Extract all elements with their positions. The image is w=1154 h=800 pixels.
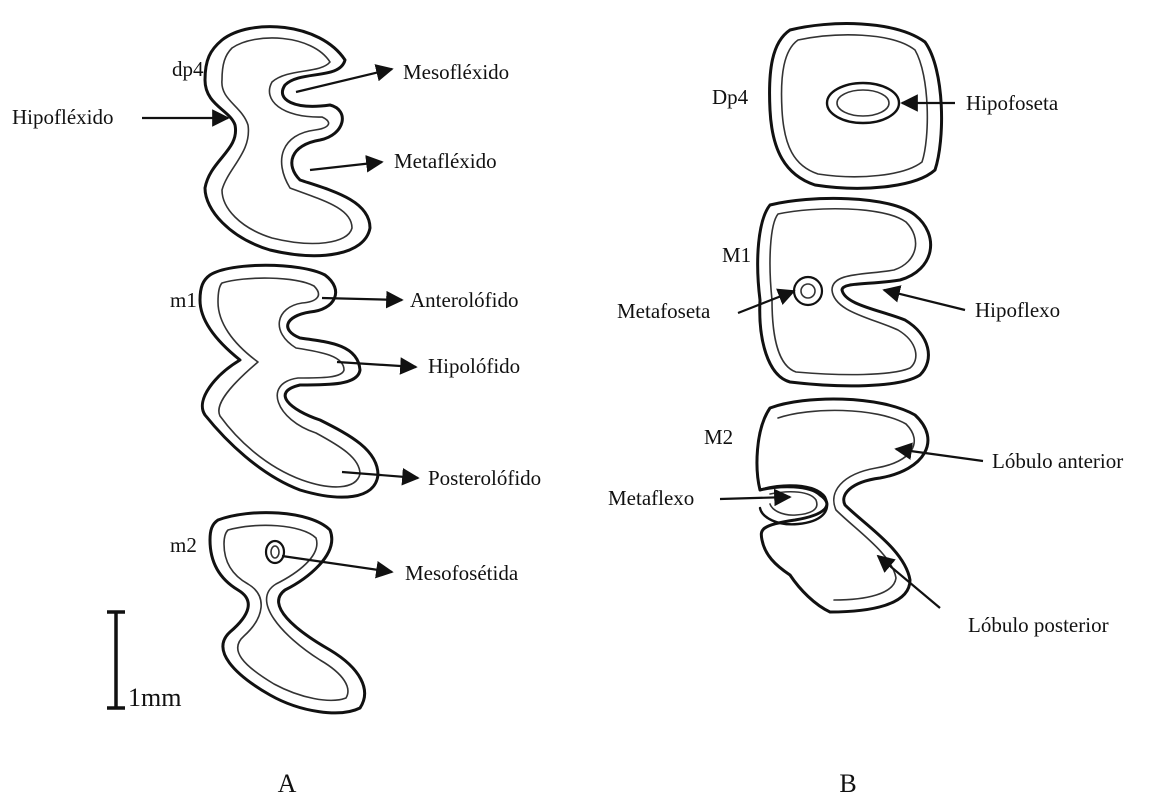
- label-metafoseta: Metafoseta: [617, 299, 711, 323]
- label-M2: M2: [704, 425, 733, 449]
- label-lobulo-anterior: Lóbulo anterior: [992, 449, 1123, 473]
- arrow-metaflexo: [720, 497, 790, 499]
- arrow-mesoflexido: [296, 69, 392, 92]
- label-hipoflexido: Hipofléxido: [12, 105, 113, 129]
- label-m1: m1: [170, 288, 197, 312]
- metafoseta-inner: [801, 284, 815, 298]
- m1-outline: [200, 265, 378, 497]
- tooth-m1: [200, 265, 378, 497]
- M2-outline: [757, 399, 928, 612]
- panel-b: Dp4 M1 M2 Hipofoseta Metafoseta Hipoflex…: [608, 24, 1123, 798]
- metafoseta-outer: [794, 277, 822, 305]
- m2-outline: [210, 513, 365, 713]
- tooth-M1: [758, 198, 931, 385]
- label-M1: M1: [722, 243, 751, 267]
- panel-label-a: A: [278, 769, 297, 798]
- label-hipofoseta: Hipofoseta: [966, 91, 1059, 115]
- M1-outline: [758, 198, 931, 385]
- mesofosetida-inner: [271, 546, 279, 558]
- label-metaflexido: Metafléxido: [394, 149, 497, 173]
- label-mesoflexido: Mesofléxido: [403, 60, 509, 84]
- Dp4-outline: [770, 24, 942, 189]
- Dp4-inner: [782, 35, 928, 177]
- arrow-hipolofido: [337, 362, 416, 367]
- arrow-lobulo-posterior: [878, 556, 940, 608]
- panel-a: dp4 m1 m2 Hipofléxido Mesofléxido Metafl…: [12, 27, 541, 798]
- hipofoseta-inner: [837, 90, 889, 116]
- label-m2: m2: [170, 533, 197, 557]
- metaflexo-inner: [770, 492, 817, 515]
- mesofosetida-outer: [266, 541, 284, 563]
- label-dp4: dp4: [172, 57, 204, 81]
- label-mesofosetida: Mesofosétida: [405, 561, 519, 585]
- tooth-M2: [757, 399, 928, 612]
- arrow-metaflexido: [310, 162, 382, 170]
- label-metaflexo: Metaflexo: [608, 486, 694, 510]
- scale-bar: [107, 612, 125, 708]
- label-hipolofido: Hipolófido: [428, 354, 520, 378]
- arrow-lobulo-anterior: [896, 449, 983, 461]
- label-lobulo-posterior: Lóbulo posterior: [968, 613, 1109, 637]
- dp4-inner: [222, 38, 352, 244]
- panel-label-b: B: [839, 769, 856, 798]
- label-posterolofido: Posterolófido: [428, 466, 541, 490]
- arrow-metafoseta: [738, 291, 794, 313]
- tooth-Dp4: [770, 24, 942, 189]
- scale-bar-label: 1mm: [128, 683, 181, 712]
- arrow-hipoflexo: [884, 290, 965, 310]
- label-hipoflexo: Hipoflexo: [975, 298, 1060, 322]
- tooth-m2: [210, 513, 365, 713]
- label-anterolofido: Anterolófido: [410, 288, 518, 312]
- label-Dp4: Dp4: [712, 85, 749, 109]
- arrow-posterolofido: [342, 472, 418, 478]
- dp4-outline: [205, 27, 370, 256]
- tooth-dp4: [205, 27, 370, 256]
